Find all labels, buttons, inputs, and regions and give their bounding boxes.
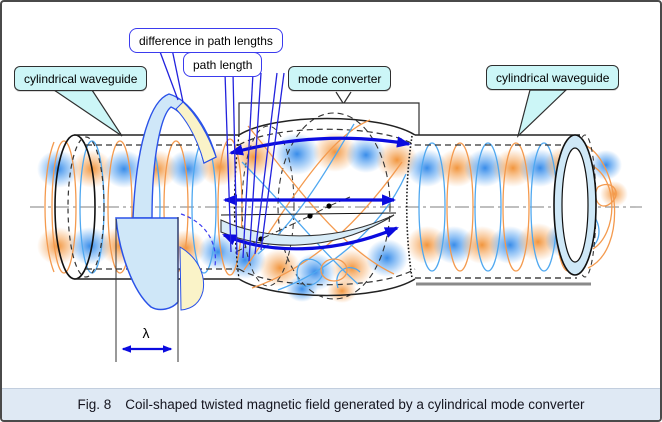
wavelength-symbol: λ	[142, 325, 150, 341]
mode-converter-bracket	[238, 91, 420, 135]
callout-cylindrical-waveguide-left: cylindrical waveguide	[14, 66, 148, 91]
wavelength-dimension	[115, 217, 179, 362]
outer-path-arrow	[228, 136, 412, 156]
diagram-stage: difference in path lengths path length c…	[2, 2, 660, 389]
callout-cylindrical-waveguide-right: cylindrical waveguide	[486, 65, 620, 90]
callout-tail-left-waveguide	[52, 89, 123, 137]
lower-path-arrow	[222, 226, 399, 251]
end-ring	[553, 134, 597, 276]
figure-canvas	[30, 48, 642, 362]
mode-converter-shell	[233, 112, 416, 300]
caption-bar: Fig. 8 Coil-shaped twisted magnetic fiel…	[2, 388, 660, 420]
ribbon-back-lower	[179, 246, 205, 311]
callout-tail-right-waveguide	[516, 89, 568, 138]
figure-caption-text: Coil-shaped twisted magnetic field gener…	[125, 397, 585, 412]
reference-dot	[307, 213, 313, 219]
ribbon-front-lower	[115, 217, 179, 311]
figure-number: Fig. 8	[77, 397, 112, 412]
helical-ribbon	[115, 93, 217, 311]
leader-lines	[158, 48, 285, 262]
reference-dot	[326, 203, 332, 209]
callout-mode-converter: mode converter	[288, 66, 392, 91]
callout-difference-in-path-lengths: difference in path lengths	[129, 28, 283, 53]
callout-path-length: path length	[183, 52, 263, 77]
ribbon-back-upper	[175, 101, 217, 164]
